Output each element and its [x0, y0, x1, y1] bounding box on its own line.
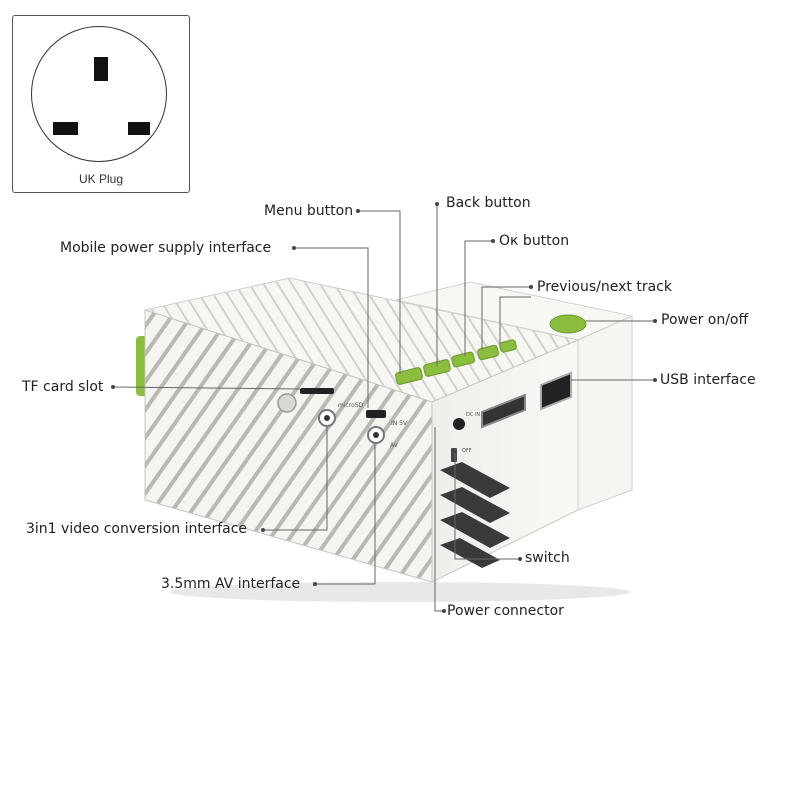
- mark-in5v: IN 5V: [391, 420, 408, 427]
- device-shadow: [170, 582, 630, 602]
- mark-off: OFF: [462, 448, 472, 454]
- callout-mobile-power: Mobile power supply interface: [60, 240, 272, 256]
- tf-indicator: [277, 393, 297, 413]
- side-vents: [440, 462, 510, 568]
- callout-power-on-off: Power on/off: [661, 312, 749, 328]
- callout-previous-next: Previous/next track: [537, 279, 672, 295]
- earth-pin: [94, 57, 108, 81]
- callout-ok-button: Oк button: [499, 233, 570, 249]
- callout-usb-interface: USB interface: [660, 372, 756, 388]
- callout-power-connector: Power connector: [447, 603, 564, 619]
- microsd-slot: [300, 388, 334, 394]
- uk-plug-panel: UK Plug: [12, 15, 190, 193]
- callout-switch: switch: [525, 550, 570, 566]
- mark-dcin: DC IN: [466, 412, 480, 418]
- mark-av: AV: [390, 442, 399, 449]
- hdmi-port: [481, 393, 526, 429]
- plug-label: UK Plug: [78, 172, 124, 186]
- micro-usb-port: [366, 410, 386, 418]
- callout-menu-button: Menu button: [264, 203, 354, 219]
- mark-microsd: microSD: [338, 402, 364, 409]
- leader-dots: [111, 202, 657, 613]
- leader-lines: [112, 204, 655, 612]
- callout-back-button: Back button: [446, 195, 531, 211]
- power-button: [549, 314, 587, 334]
- usb-port: [540, 371, 572, 411]
- callout-av-interface: 3.5mm AV interface: [161, 576, 301, 592]
- neutral-pin-right: [128, 122, 150, 135]
- switch-slider: [451, 448, 457, 462]
- socket-outline: [31, 26, 167, 162]
- end-block-face: [577, 315, 633, 511]
- top-buttons: [395, 339, 517, 385]
- callout-tf-card-slot: TF card slot: [22, 379, 104, 395]
- callout-video-conversion: 3in1 video conversion interface: [26, 521, 248, 537]
- live-pin-left: [53, 122, 78, 135]
- dc-in-port: [453, 418, 465, 430]
